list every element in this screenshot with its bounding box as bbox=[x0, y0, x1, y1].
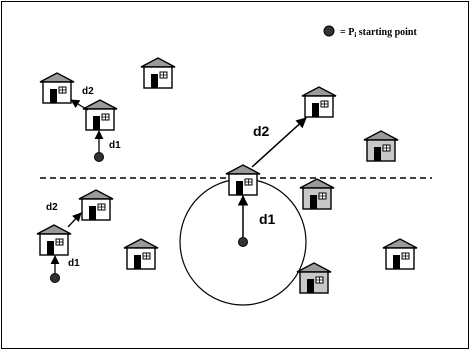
starting-point-dot bbox=[94, 152, 104, 162]
d2-label: d2 bbox=[46, 202, 58, 213]
d2-arrow bbox=[70, 99, 89, 111]
d2-arrow bbox=[251, 117, 307, 168]
d2-arrow bbox=[67, 212, 82, 228]
legend-text: = Pi starting point bbox=[340, 27, 417, 39]
legend-starting-point-dot bbox=[323, 25, 335, 37]
d1-label: d1 bbox=[109, 140, 121, 151]
starting-point-dot bbox=[50, 273, 60, 283]
d2-label: d2 bbox=[82, 86, 94, 97]
d2-label: d2 bbox=[253, 123, 270, 139]
starting-point-dot bbox=[238, 237, 248, 247]
legend: = Pi starting point bbox=[323, 25, 417, 39]
d1-label: d1 bbox=[259, 211, 276, 227]
d1-label: d1 bbox=[68, 258, 80, 269]
